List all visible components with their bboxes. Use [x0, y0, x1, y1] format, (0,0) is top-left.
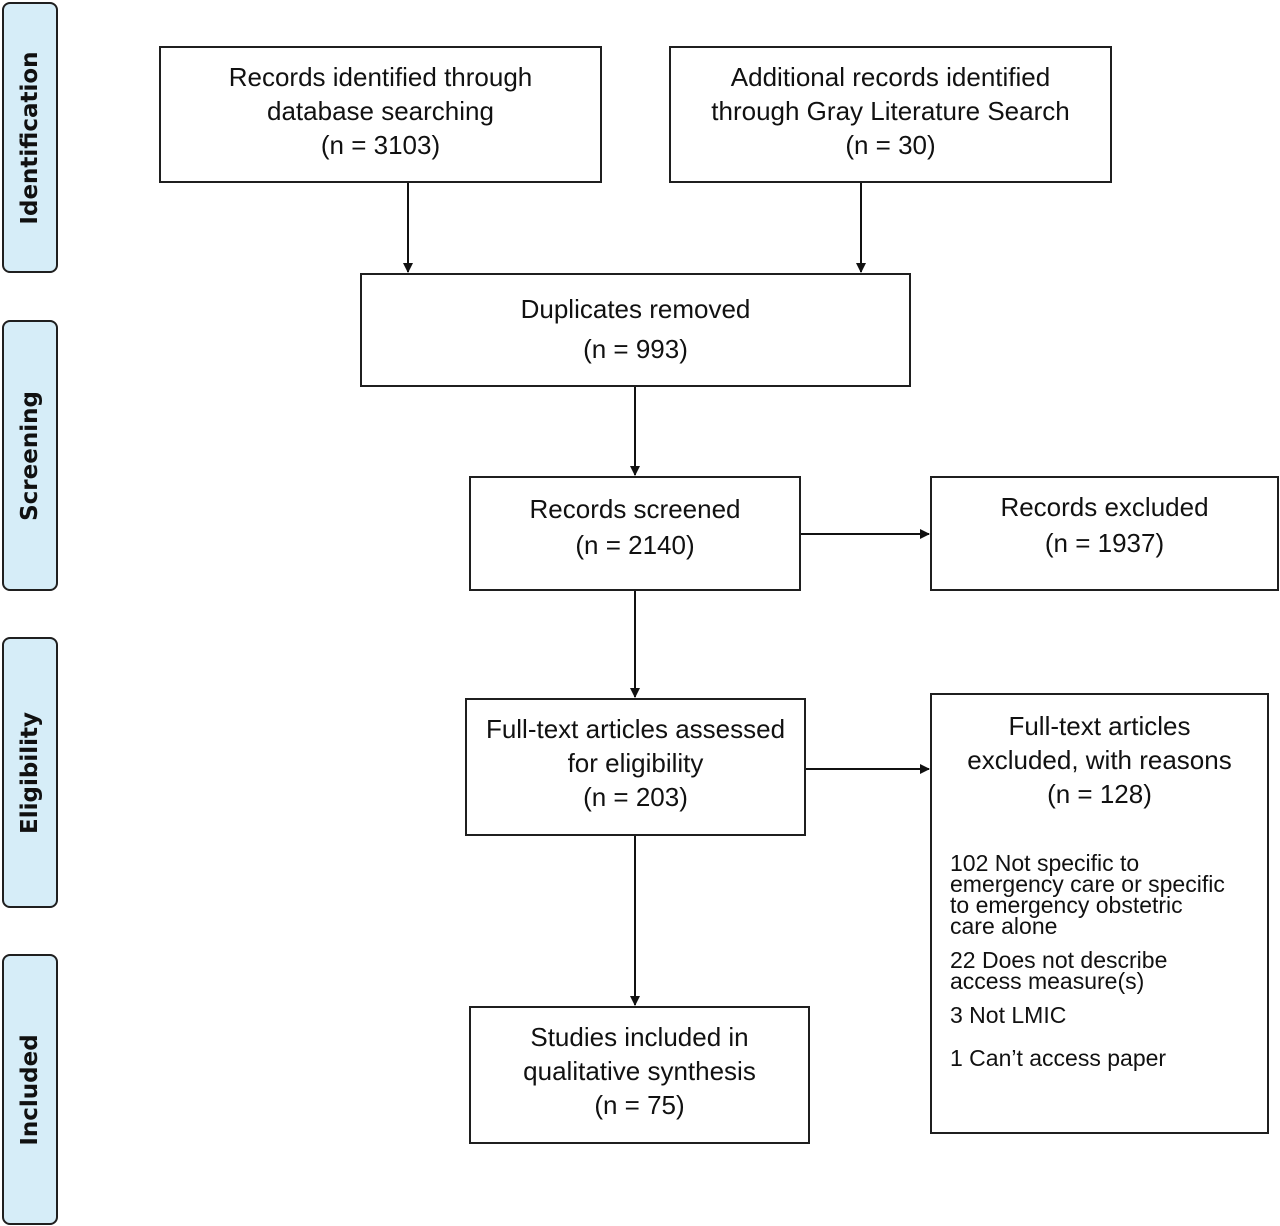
- reason-line: 22 Does not describe: [950, 947, 1168, 973]
- box-fulltext-excluded: Full-text articles excluded, with reason…: [930, 693, 1269, 1134]
- box-line: Records excluded: [1000, 492, 1209, 522]
- box-records-screened: Records screened (n = 2140): [469, 476, 801, 591]
- box-line: qualitative synthesis: [523, 1056, 756, 1086]
- reason-line: to emergency obstetric: [950, 892, 1183, 918]
- reason-line: access measure(s): [950, 968, 1145, 994]
- box-count: (n = 3103): [320, 130, 441, 160]
- reason-line: 1 Can’t access paper: [950, 1045, 1167, 1071]
- box-gray-literature: Additional records identified through Gr…: [669, 46, 1112, 183]
- stage-screening: Screening: [2, 320, 58, 591]
- reason-line: 3 Not LMIC: [950, 1002, 1067, 1028]
- reason-item: 22 Does not describe access measure(s): [950, 947, 1270, 994]
- box-line: Full-text articles assessed: [485, 714, 786, 744]
- box-fulltext-assessed: Full-text articles assessed for eligibil…: [465, 698, 806, 836]
- box-line: excluded, with reasons: [967, 745, 1232, 775]
- reason-item: 1 Can’t access paper: [950, 1045, 1270, 1071]
- box-studies-included: Studies included in qualitative synthesi…: [469, 1006, 810, 1144]
- box-count: (n = 128): [1047, 779, 1152, 809]
- reason-line: emergency care or specific: [950, 871, 1225, 897]
- box-count: (n = 1937): [1044, 528, 1165, 558]
- box-line: Duplicates removed: [520, 294, 751, 324]
- exclusion-reasons-list: 102 Not specific to emergency care or sp…: [950, 850, 1270, 1082]
- box-line: Studies included in: [530, 1022, 749, 1052]
- reason-item: 102 Not specific to emergency care or sp…: [950, 850, 1270, 939]
- box-line: Full-text articles: [1008, 711, 1191, 741]
- reason-line: 102 Not specific to: [950, 850, 1140, 876]
- reason-line: care alone: [950, 913, 1058, 939]
- stage-included: Included: [2, 954, 58, 1225]
- box-line: database searching: [267, 96, 494, 126]
- box-line: Additional records identified: [730, 62, 1051, 92]
- box-line: Records identified through: [228, 62, 533, 92]
- box-duplicates-removed: Duplicates removed (n = 993): [360, 273, 911, 387]
- reason-item: 3 Not LMIC: [950, 1002, 1270, 1028]
- stage-eligibility: Eligibility: [2, 637, 58, 908]
- box-line: through Gray Literature Search: [711, 96, 1070, 126]
- box-records-excluded: Records excluded (n = 1937): [930, 476, 1279, 591]
- box-line: Records screened: [529, 494, 741, 524]
- box-database-records: Records identified through database sear…: [159, 46, 602, 183]
- box-count: (n = 30): [845, 130, 936, 160]
- box-line: for eligibility: [567, 748, 704, 778]
- box-count: (n = 2140): [575, 530, 695, 560]
- box-count: (n = 993): [583, 334, 688, 364]
- box-count: (n = 203): [583, 782, 688, 812]
- stage-identification: Identification: [2, 2, 58, 273]
- box-count: (n = 75): [594, 1090, 685, 1120]
